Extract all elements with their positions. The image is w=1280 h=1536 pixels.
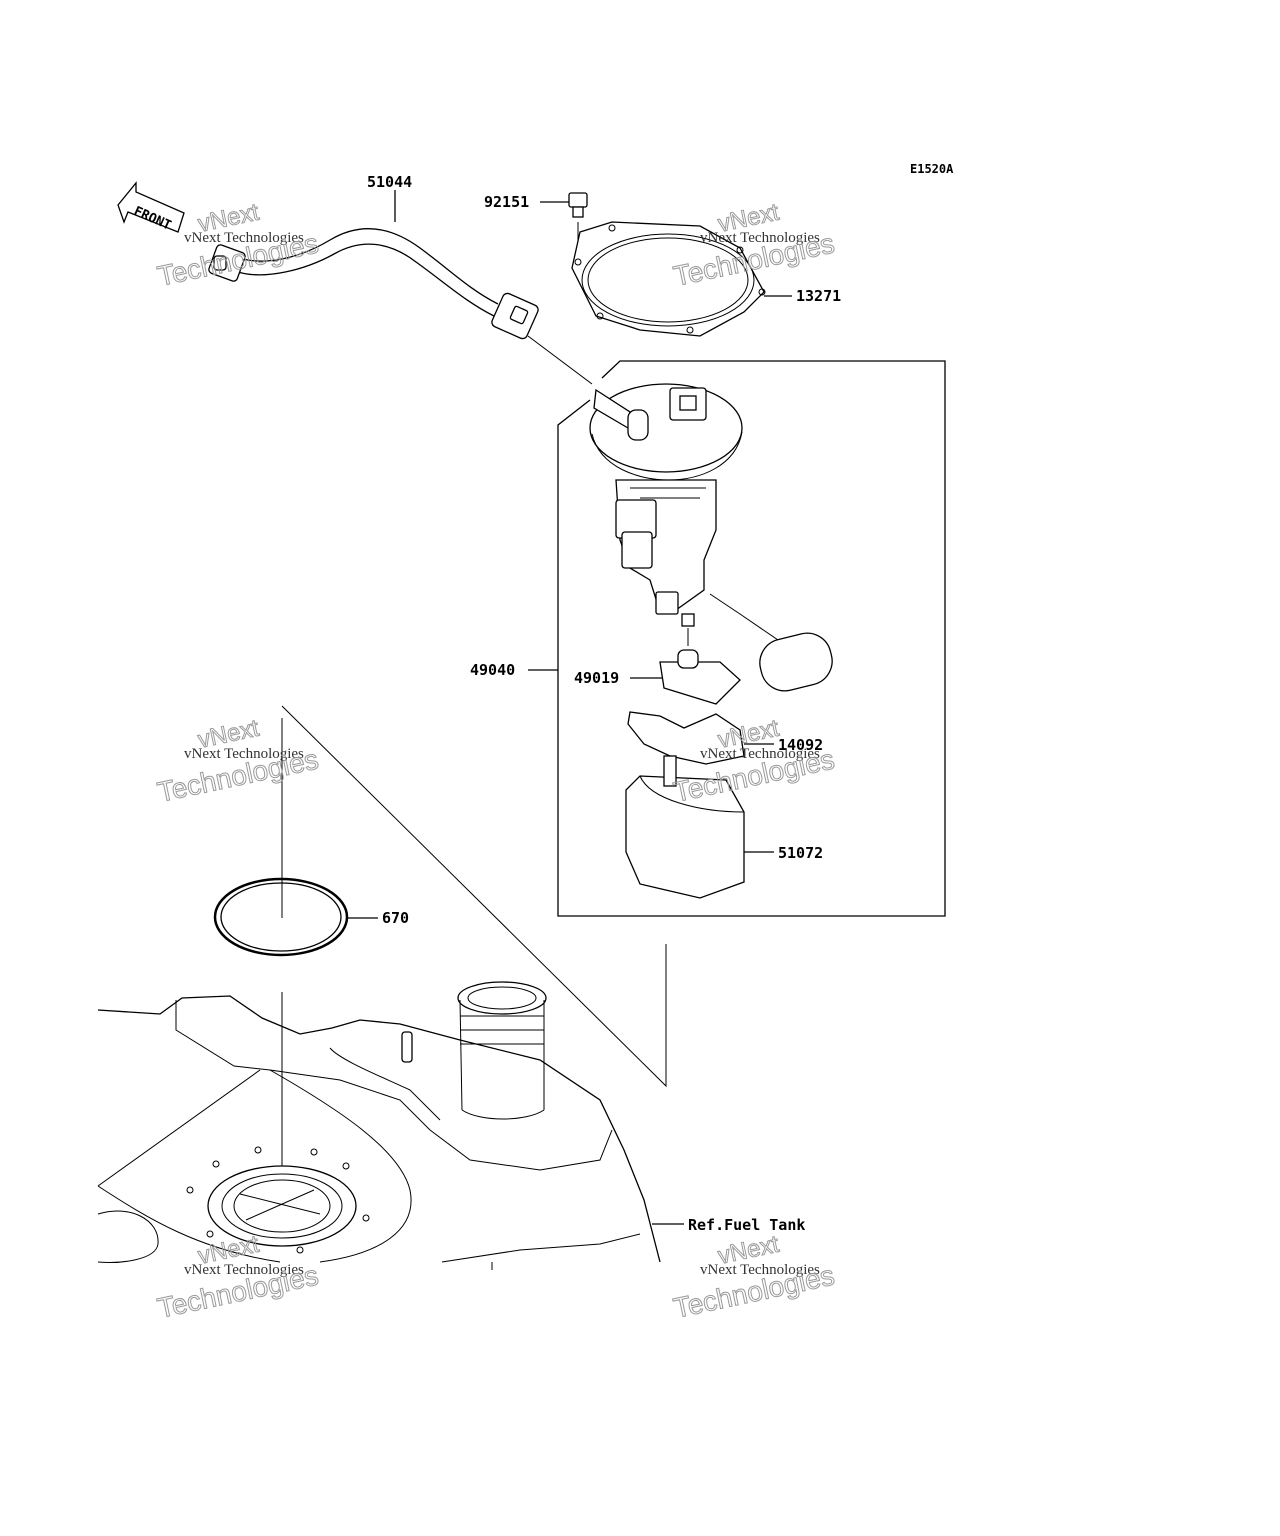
fuel-hose-51044: 51044	[208, 173, 593, 385]
bolt-92151: 92151	[484, 192, 588, 248]
ref-fuel-tank-label: Ref.Fuel Tank	[688, 1216, 805, 1234]
front-arrow-icon: FRONT	[117, 181, 185, 234]
part-label-14092: 14092	[778, 736, 823, 754]
watermark-line2: vNext Technologies	[700, 746, 820, 762]
watermark-line2: vNext Technologies	[184, 1262, 304, 1278]
gasket-13271: 13271	[571, 221, 841, 337]
o-ring-670: 670	[213, 718, 409, 1200]
watermark-line2: vNext Technologies	[184, 746, 304, 762]
part-label-51072: 51072	[778, 844, 823, 862]
watermark-line2: vNext Technologies	[184, 230, 304, 246]
part-label-49040: 49040	[470, 661, 515, 679]
watermark-line2: vNext Technologies	[700, 230, 820, 246]
fuel-tank: Ref.Fuel Tank	[97, 981, 805, 1270]
part-label-51044: 51044	[367, 173, 412, 191]
part-label-13271: 13271	[796, 287, 841, 305]
part-label-92151: 92151	[484, 193, 529, 211]
part-label-49019: 49019	[574, 669, 619, 687]
watermark: vNext vNext Technologies Technologies vN…	[154, 198, 837, 1324]
part-label-670: 670	[382, 909, 409, 927]
watermark-line2: vNext Technologies	[700, 1262, 820, 1278]
diagram-code: E1520A	[910, 162, 954, 176]
pump-assembly-49040: 49040 49019 14092	[470, 360, 946, 917]
